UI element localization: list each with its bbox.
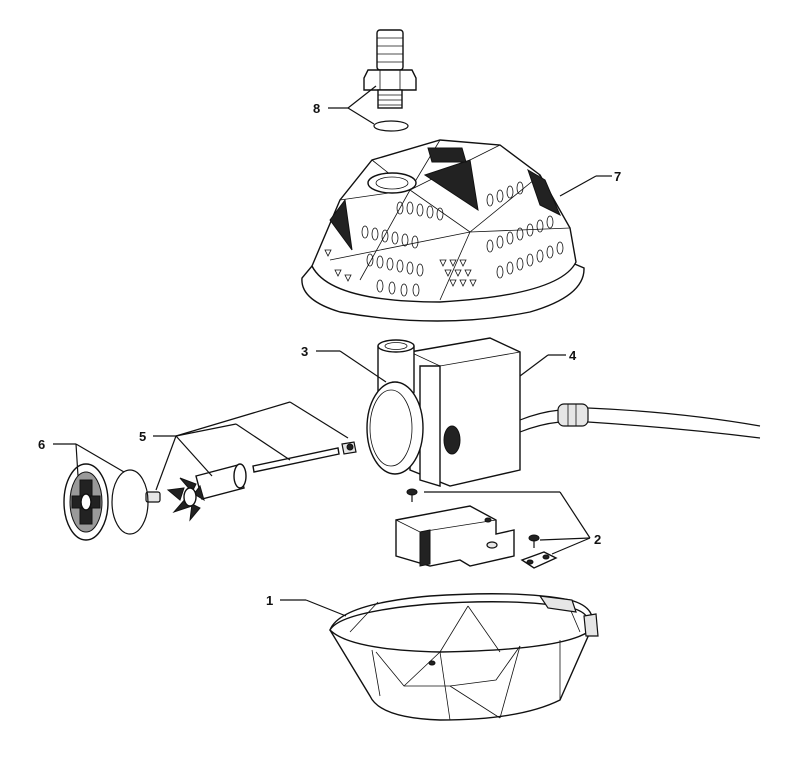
callout-5: 5 (139, 401, 349, 491)
part-5-impeller-assembly (145, 441, 357, 522)
callout-8: 8 (313, 85, 377, 125)
callout-label-2: 2 (594, 532, 601, 547)
callout-2: 2 (424, 491, 601, 555)
part-2-cable-clip (520, 551, 558, 569)
callout-label-5: 5 (139, 429, 146, 444)
part-6-front-cover (63, 463, 149, 541)
callout-label-6: 6 (38, 437, 45, 452)
part-3-4-pump-motor (366, 337, 761, 487)
callout-label-8: 8 (313, 101, 320, 116)
callout-label-1: 1 (266, 593, 273, 608)
callout-label-4: 4 (569, 348, 577, 363)
callout-label-3: 3 (301, 344, 308, 359)
part-8-o-ring (373, 120, 409, 132)
part-2-mount-bracket (395, 505, 515, 567)
callout-6: 6 (38, 437, 125, 477)
part-2-screw-top (406, 488, 418, 502)
callout-1: 1 (266, 593, 347, 617)
part-8-hose-connector (363, 29, 417, 109)
part-2-screw-side (528, 534, 540, 548)
callout-7: 7 (559, 169, 621, 197)
callout-4: 4 (519, 348, 577, 377)
callout-label-7: 7 (614, 169, 621, 184)
part-7-strainer-cover (301, 139, 585, 322)
callout-3: 3 (301, 344, 387, 383)
part-1-base-tray (329, 593, 599, 721)
